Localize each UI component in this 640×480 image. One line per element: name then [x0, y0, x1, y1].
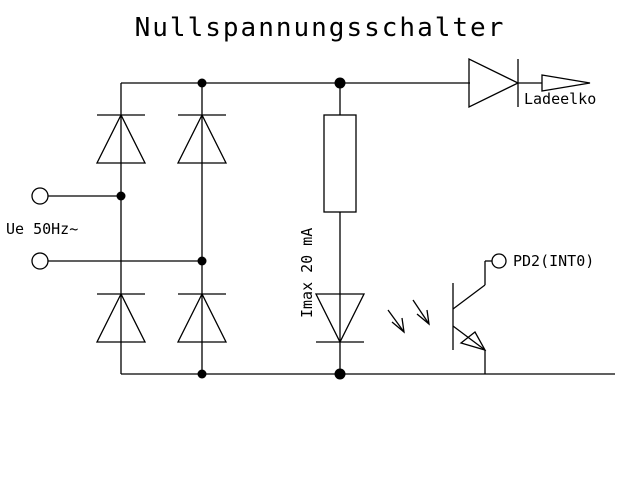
output-pin-terminal: [491, 253, 507, 269]
diode-d4: [176, 292, 228, 343]
optocoupler-led: [314, 293, 366, 344]
junction-dot: [197, 256, 207, 266]
current-limit-label: Imax 20 mA: [298, 228, 316, 318]
output-pin-label: PD2(INT0): [513, 252, 594, 270]
junction-dot: [197, 78, 207, 88]
output-diode-d5: [468, 57, 542, 109]
phototransistor-q1: [452, 260, 501, 374]
output-arrow-icon: [541, 74, 591, 92]
junction-dot: [197, 369, 207, 379]
ac-terminal-1: [31, 187, 49, 205]
resistor-r1: [323, 114, 357, 213]
junction-dot: [116, 191, 126, 201]
schematic-title: Nullspannungsschalter: [135, 13, 506, 43]
diode-d1: [95, 113, 147, 164]
diode-d2: [176, 113, 228, 164]
ac-terminal-2: [31, 252, 49, 270]
light-arrows-icon: [387, 299, 430, 334]
diode-d3: [95, 292, 147, 343]
output-load-label: Ladeelko: [524, 90, 596, 108]
input-voltage-label: Ue 50Hz~: [6, 220, 78, 238]
